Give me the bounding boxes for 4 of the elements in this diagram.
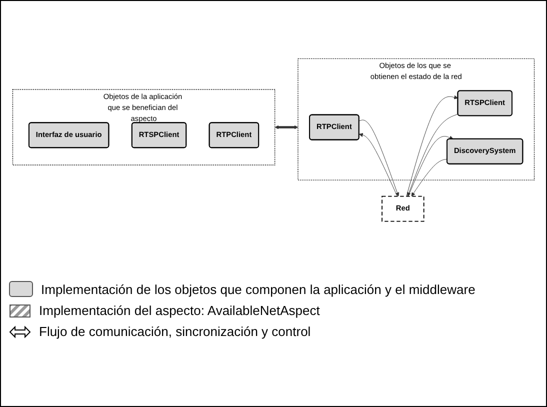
legend-text: Flujo de comunicación, sincronización y control: [39, 324, 311, 339]
arrow: [274, 125, 298, 130]
legend-text: Implementación de los objetos que componen la aplicación y el middleware: [41, 282, 476, 296]
legend-text: Implementación del aspecto: AvailableNetAspect: [39, 303, 320, 318]
